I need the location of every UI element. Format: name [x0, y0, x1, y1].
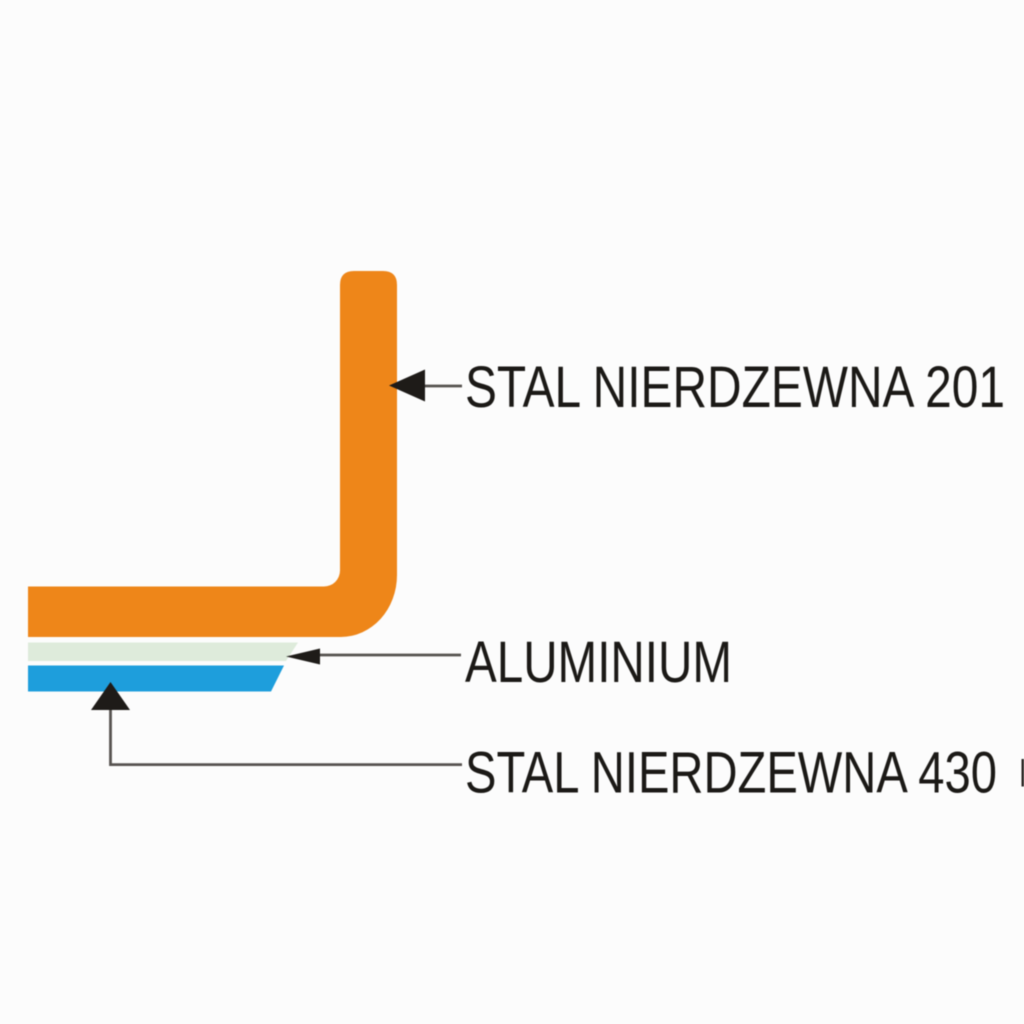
steel-430-arrowhead-icon — [91, 682, 130, 710]
cropped-glyph-fragment — [1021, 759, 1024, 787]
aluminium-layer-shape — [28, 642, 298, 661]
aluminium-arrowhead-icon — [286, 648, 320, 665]
steel-201-layer-shape — [28, 271, 397, 637]
steel-430-layer-shape — [28, 665, 284, 692]
steel-201-arrowhead-icon — [389, 369, 425, 402]
steel-430-leader-line — [109, 709, 462, 766]
steel-430-label: STAL NIERDZEWNA 430 — [465, 741, 997, 806]
aluminium-label: ALUMINIUM — [465, 630, 732, 695]
steel-201-label: STAL NIERDZEWNA 201 — [465, 355, 1005, 420]
